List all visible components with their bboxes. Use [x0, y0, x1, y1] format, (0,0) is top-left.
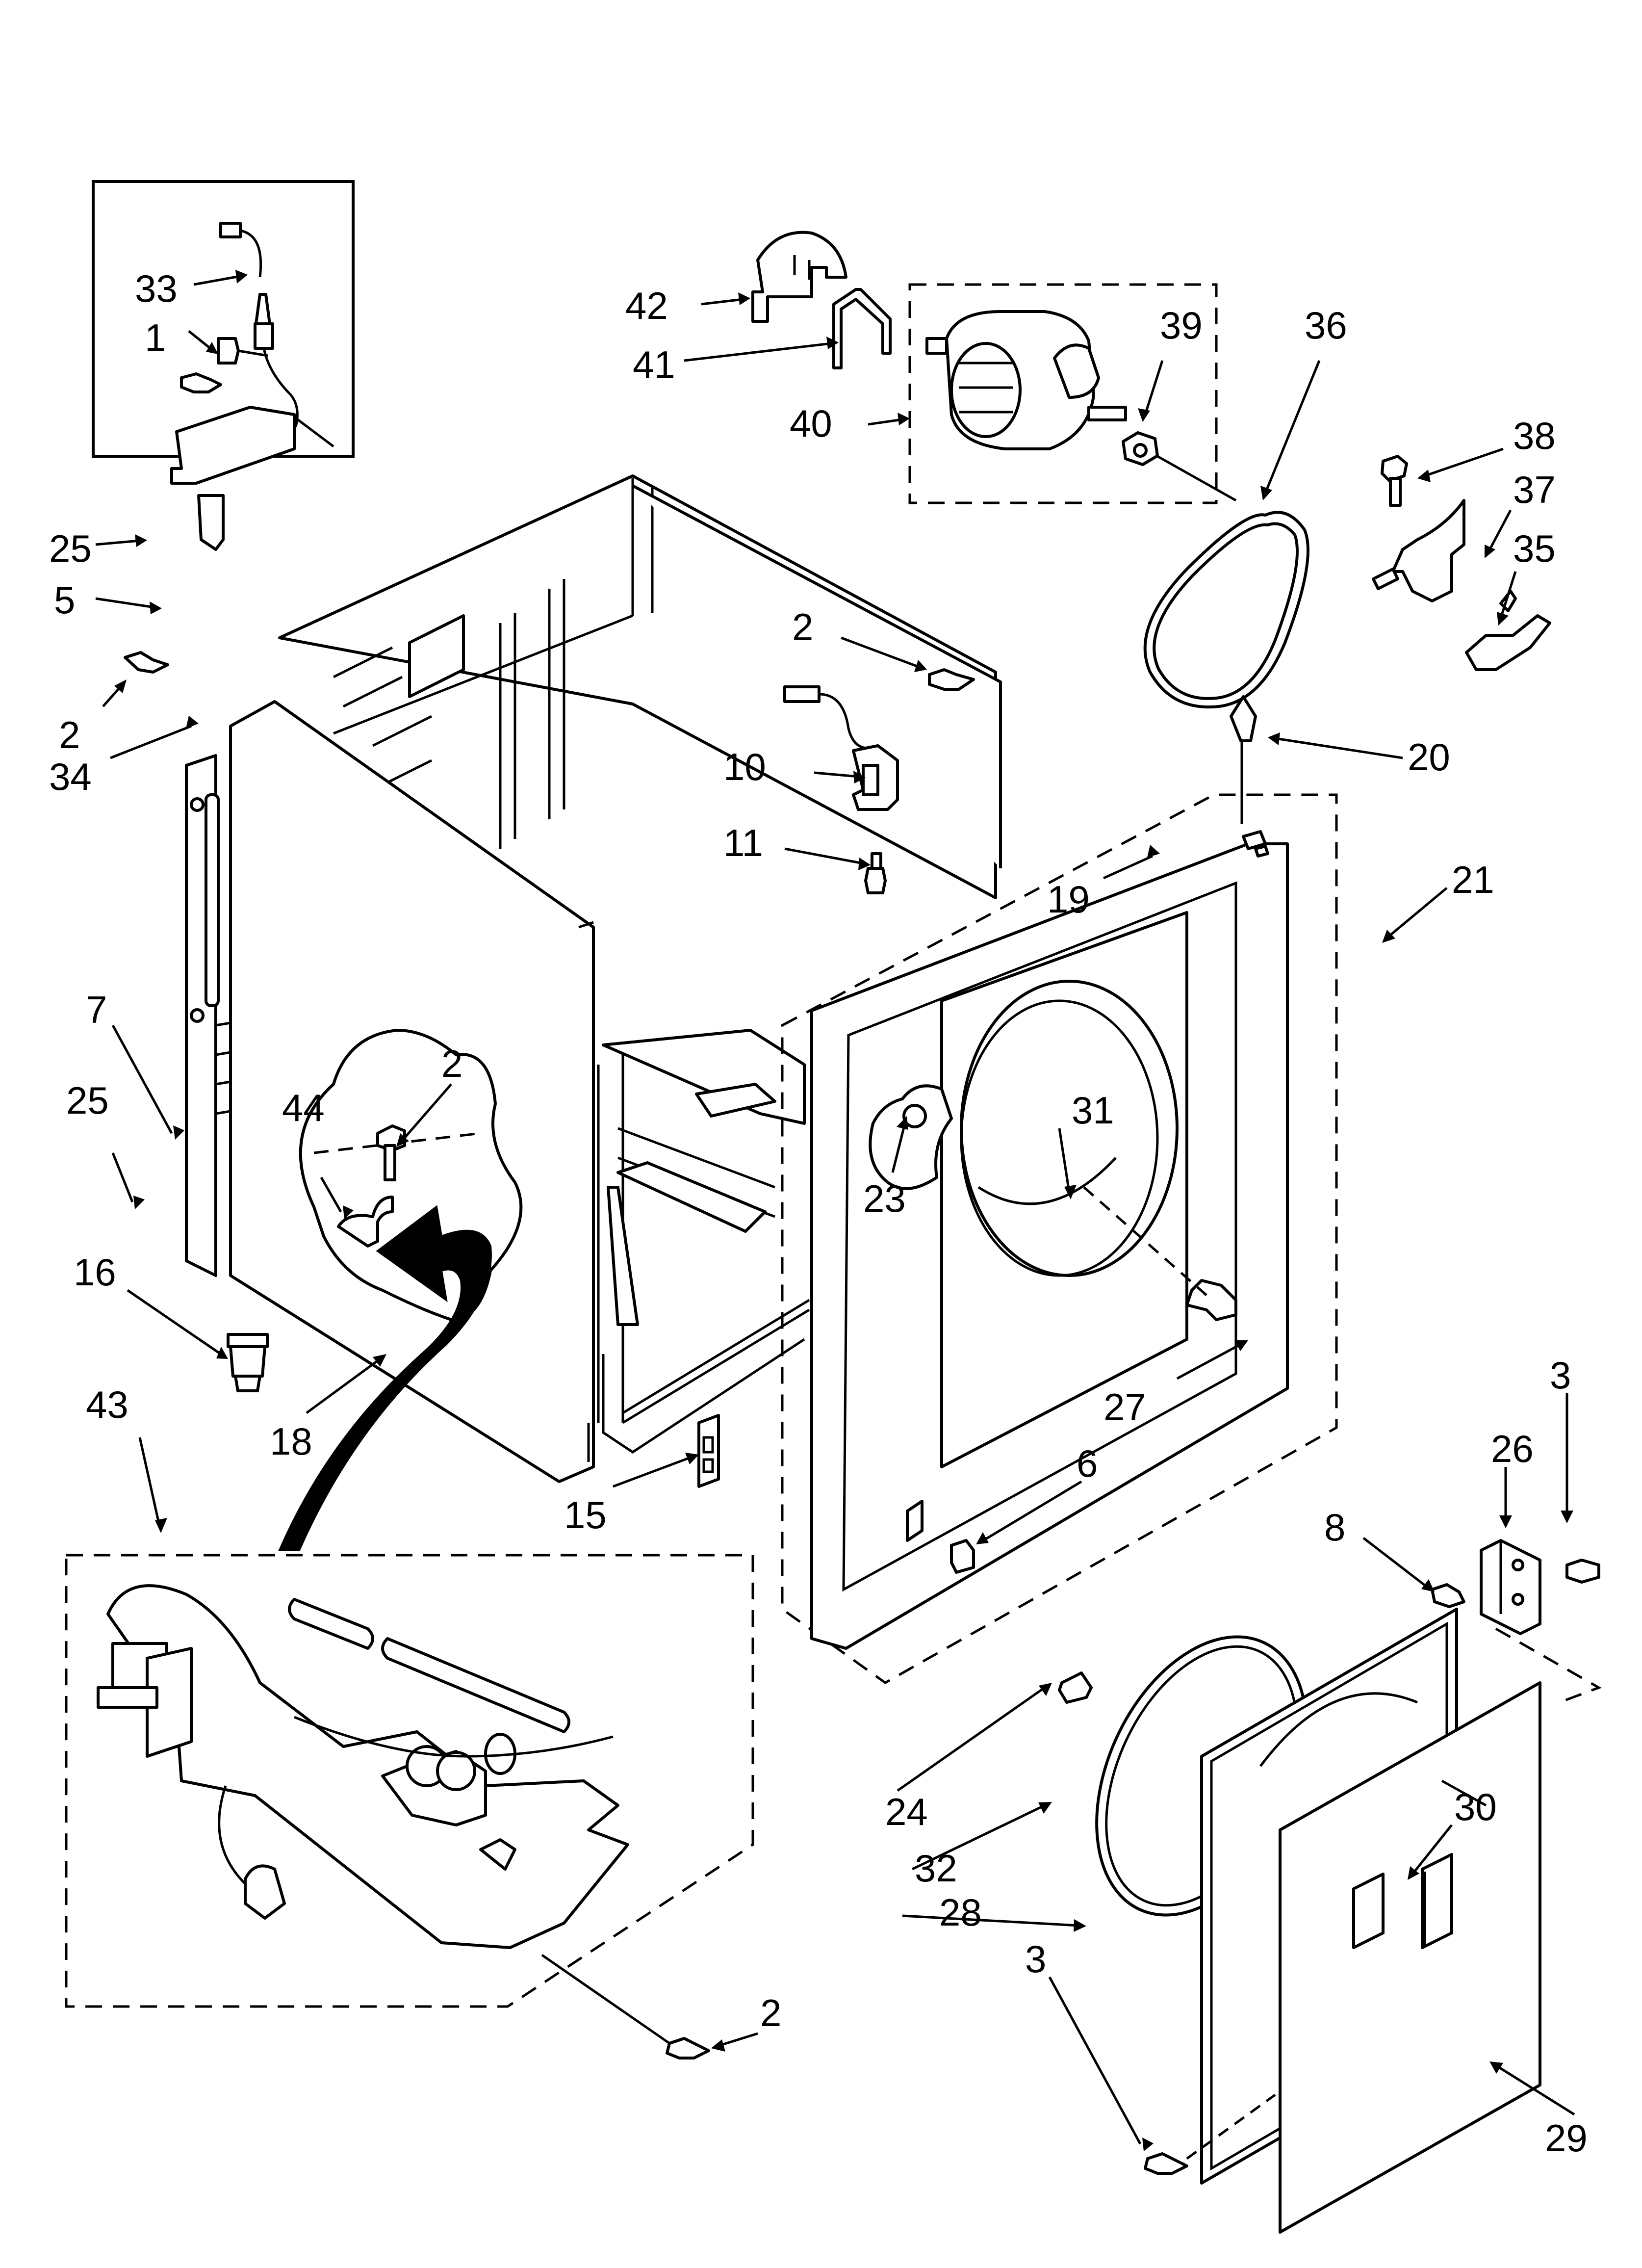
callout-25-top: 25 — [49, 527, 92, 570]
callout-42: 42 — [625, 284, 668, 327]
callout-39: 39 — [1160, 304, 1203, 347]
callout-7: 7 — [86, 988, 107, 1031]
cabinet-clip — [337, 1196, 394, 1248]
inset-screw — [217, 337, 268, 365]
burner-assembly — [97, 1584, 629, 1949]
thermal-fuse-wire — [219, 222, 299, 427]
screw-cabinet-top — [928, 668, 975, 691]
callout-31: 31 — [1072, 1089, 1114, 1132]
igniter-tube — [288, 1598, 570, 1733]
left-side-panel — [185, 754, 231, 1277]
callout-24: 24 — [885, 1790, 928, 1833]
drum-light-bracket — [1083, 1186, 1237, 1321]
callout-29: 29 — [1545, 2116, 1588, 2160]
front-glide — [1230, 695, 1257, 824]
callout-10: 10 — [723, 745, 766, 788]
callout-2-clip: 2 — [441, 1042, 462, 1085]
callout-33: 33 — [135, 267, 178, 310]
motor-dashed-box — [908, 283, 1218, 504]
leaders — [95, 270, 1575, 2151]
door-hinge — [1480, 1539, 1541, 1635]
callout-36: 36 — [1305, 304, 1347, 347]
callout-3-hinge: 3 — [1550, 1354, 1571, 1397]
idler-bracket — [1372, 499, 1465, 602]
callout-26: 26 — [1491, 1427, 1534, 1470]
callout-5: 5 — [54, 578, 75, 622]
leveling-leg — [227, 1333, 269, 1392]
callout-25-left: 25 — [66, 1079, 109, 1122]
idler-screw — [1381, 455, 1408, 507]
callout-1: 1 — [145, 316, 166, 359]
callout-6: 6 — [1077, 1442, 1098, 1485]
callout-27: 27 — [1103, 1385, 1146, 1429]
callout-30: 30 — [1454, 1785, 1497, 1828]
callout-41: 41 — [633, 343, 675, 386]
callout-23: 23 — [863, 1177, 906, 1220]
rear-vent-bracket — [170, 406, 334, 551]
switch-screw — [864, 852, 887, 894]
idler-pulley-lever — [1465, 590, 1551, 671]
callout-44: 44 — [282, 1086, 325, 1129]
callout-38: 38 — [1513, 414, 1556, 457]
callout-19: 19 — [1047, 878, 1090, 921]
burner-dashed-box — [65, 1554, 754, 2008]
exploded-arrow — [278, 1205, 492, 1551]
screw-top-left — [180, 372, 222, 393]
callout-16: 16 — [74, 1251, 116, 1294]
terminal-block — [697, 1414, 720, 1488]
motor-bracket — [751, 231, 847, 323]
callout-15: 15 — [564, 1493, 607, 1537]
callout-18: 18 — [270, 1420, 312, 1463]
door-screw — [1144, 2093, 1276, 2175]
callout-28: 28 — [939, 1891, 982, 1934]
door-switch — [783, 685, 899, 811]
callout-43: 43 — [86, 1383, 128, 1426]
motor — [925, 310, 1127, 450]
callout-2-cabinet: 2 — [792, 605, 813, 649]
callout-2-burner: 2 — [760, 1991, 781, 2034]
callout-35: 35 — [1513, 527, 1556, 570]
callout-11: 11 — [723, 821, 763, 864]
callout-2-left: 2 — [59, 713, 80, 756]
burner-screw — [541, 1954, 710, 2059]
front-panel — [810, 830, 1289, 1650]
motor-clamp — [832, 288, 892, 369]
hinge-screw-3 — [1565, 1559, 1600, 1584]
dryer-cabinet — [278, 474, 1002, 1454]
callout-labels: 33 1 42 41 40 39 36 38 37 35 25 5 2 34 2… — [49, 267, 1588, 2160]
screw-left-2 — [124, 651, 169, 674]
hinge-screw-8 — [1431, 1583, 1465, 1608]
door-strike — [1058, 1671, 1093, 1704]
callout-32: 32 — [915, 1847, 957, 1890]
drive-belt — [1143, 511, 1309, 709]
callout-37: 37 — [1513, 468, 1556, 511]
callout-3-door: 3 — [1025, 1937, 1046, 1981]
front-panel-dashed-outline — [781, 793, 1338, 1684]
callout-8: 8 — [1324, 1506, 1345, 1549]
outer-door — [1279, 1681, 1541, 2234]
callout-20: 20 — [1408, 735, 1450, 779]
callout-34: 34 — [49, 755, 92, 798]
callout-21: 21 — [1452, 858, 1494, 901]
motor-pulley-nut — [1122, 431, 1237, 502]
door-dashed-guide — [1495, 1627, 1602, 1704]
callout-40: 40 — [790, 402, 832, 445]
